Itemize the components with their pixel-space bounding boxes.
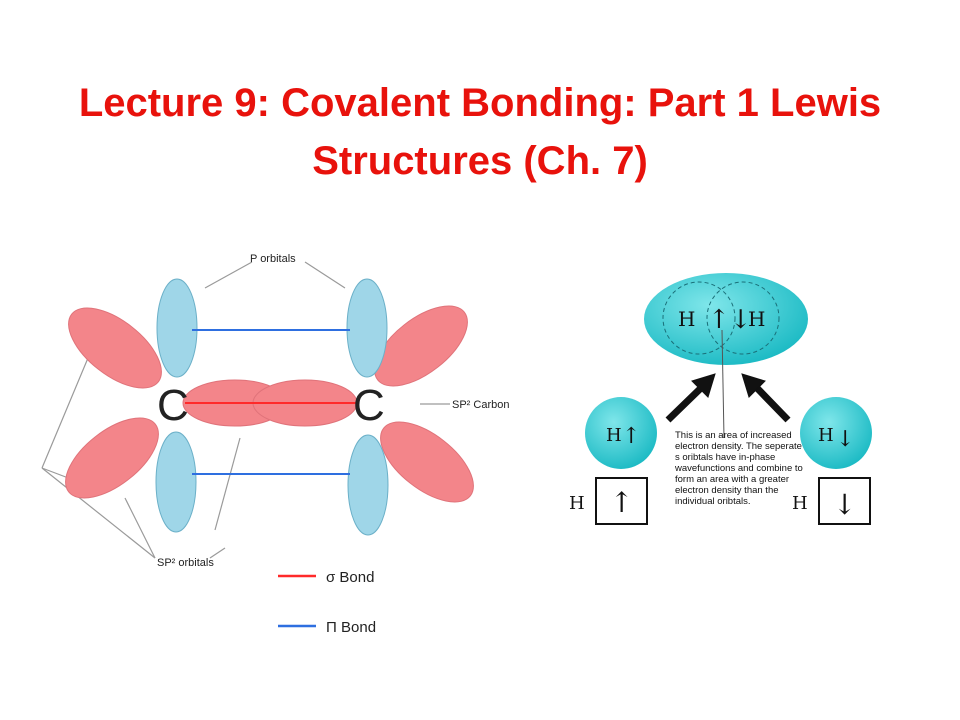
left-box-atom: H xyxy=(569,493,585,514)
atom-c-right: C xyxy=(353,381,385,430)
p-lobe-left-top xyxy=(156,278,198,378)
sp2-lobe-upper-right xyxy=(374,305,468,387)
arrow-left-head xyxy=(691,373,716,398)
sp2-orbitals-label: SP² orbitals xyxy=(157,557,214,569)
note-line-7: individual oribtals. xyxy=(675,496,751,507)
h2-bonding-diagram: H ↑↓ H H ↑ H ↓ This is an area of increa… xyxy=(569,273,872,525)
p-lobes xyxy=(155,278,389,536)
title-line-2: Structures (Ch. 7) xyxy=(312,139,648,183)
p-lobe-left-bottom xyxy=(155,431,197,533)
right-sphere-arrow: ↓ xyxy=(836,427,854,452)
left-box-arrow: ↑ xyxy=(610,486,633,519)
h-sphere-left xyxy=(585,397,657,469)
callout-lines xyxy=(41,261,450,559)
right-box-arrow: ↓ xyxy=(833,488,856,521)
slide-title: Lecture 9: Covalent Bonding: Part 1 Lewi… xyxy=(40,74,920,190)
right-orbital-box xyxy=(818,477,871,525)
note-line-6: electron density than the xyxy=(675,485,779,496)
sp2-lobe-upper-left xyxy=(68,307,162,389)
note-line-5: form an area with a greater xyxy=(675,474,789,485)
arrow-right-head xyxy=(741,373,766,398)
arrow-right-shaft xyxy=(754,385,791,423)
title-line-1: Lecture 9: Covalent Bonding: Part 1 Lewi… xyxy=(78,81,882,125)
note-line-2: electron density. The seperate xyxy=(675,441,802,452)
p-orbitals-label: P orbitals xyxy=(250,253,296,265)
note-line-1: This is an area of increased xyxy=(675,430,792,441)
h-sphere-right xyxy=(800,397,872,469)
overlap-circle-right xyxy=(706,281,780,355)
left-sphere-atom: H xyxy=(606,425,622,446)
p-lobe-right-bottom xyxy=(347,434,389,536)
top-atom-left: H xyxy=(678,307,695,331)
legend: σ Bond Π Bond xyxy=(278,569,376,636)
p-lobe-right-top xyxy=(346,278,388,378)
right-sphere-atom: H xyxy=(818,425,834,446)
right-box-atom: H xyxy=(792,493,808,514)
top-atom-right: H xyxy=(748,307,765,331)
sp2-lobe-lower-left xyxy=(65,417,159,499)
left-orbital-box xyxy=(595,477,648,525)
note-pointer xyxy=(721,329,725,439)
combine-arrows xyxy=(665,373,791,423)
legend-sigma-label: σ Bond xyxy=(326,569,374,586)
note-line-4: wavefunctions and combine to xyxy=(674,463,803,474)
left-sphere-arrow: ↑ xyxy=(622,424,640,449)
ethylene-orbital-diagram: C C P orbitals SP² Carbon SP² orbitals σ… xyxy=(41,253,509,636)
top-arrows: ↑↓ xyxy=(708,305,752,335)
atom-c-left: C xyxy=(157,381,189,430)
note-line-3: s oribtals have in-phase xyxy=(675,452,775,463)
sp2-lobe-lower-right xyxy=(380,421,474,503)
overlap-circle-left xyxy=(662,281,736,355)
legend-pi-label: Π Bond xyxy=(326,619,376,636)
arrow-left-shaft xyxy=(665,385,704,423)
sp2-carbon-label: SP² Carbon xyxy=(452,399,509,411)
overlap-note: This is an area of increased electron de… xyxy=(674,430,803,507)
h2-molecular-orbital xyxy=(644,273,808,365)
